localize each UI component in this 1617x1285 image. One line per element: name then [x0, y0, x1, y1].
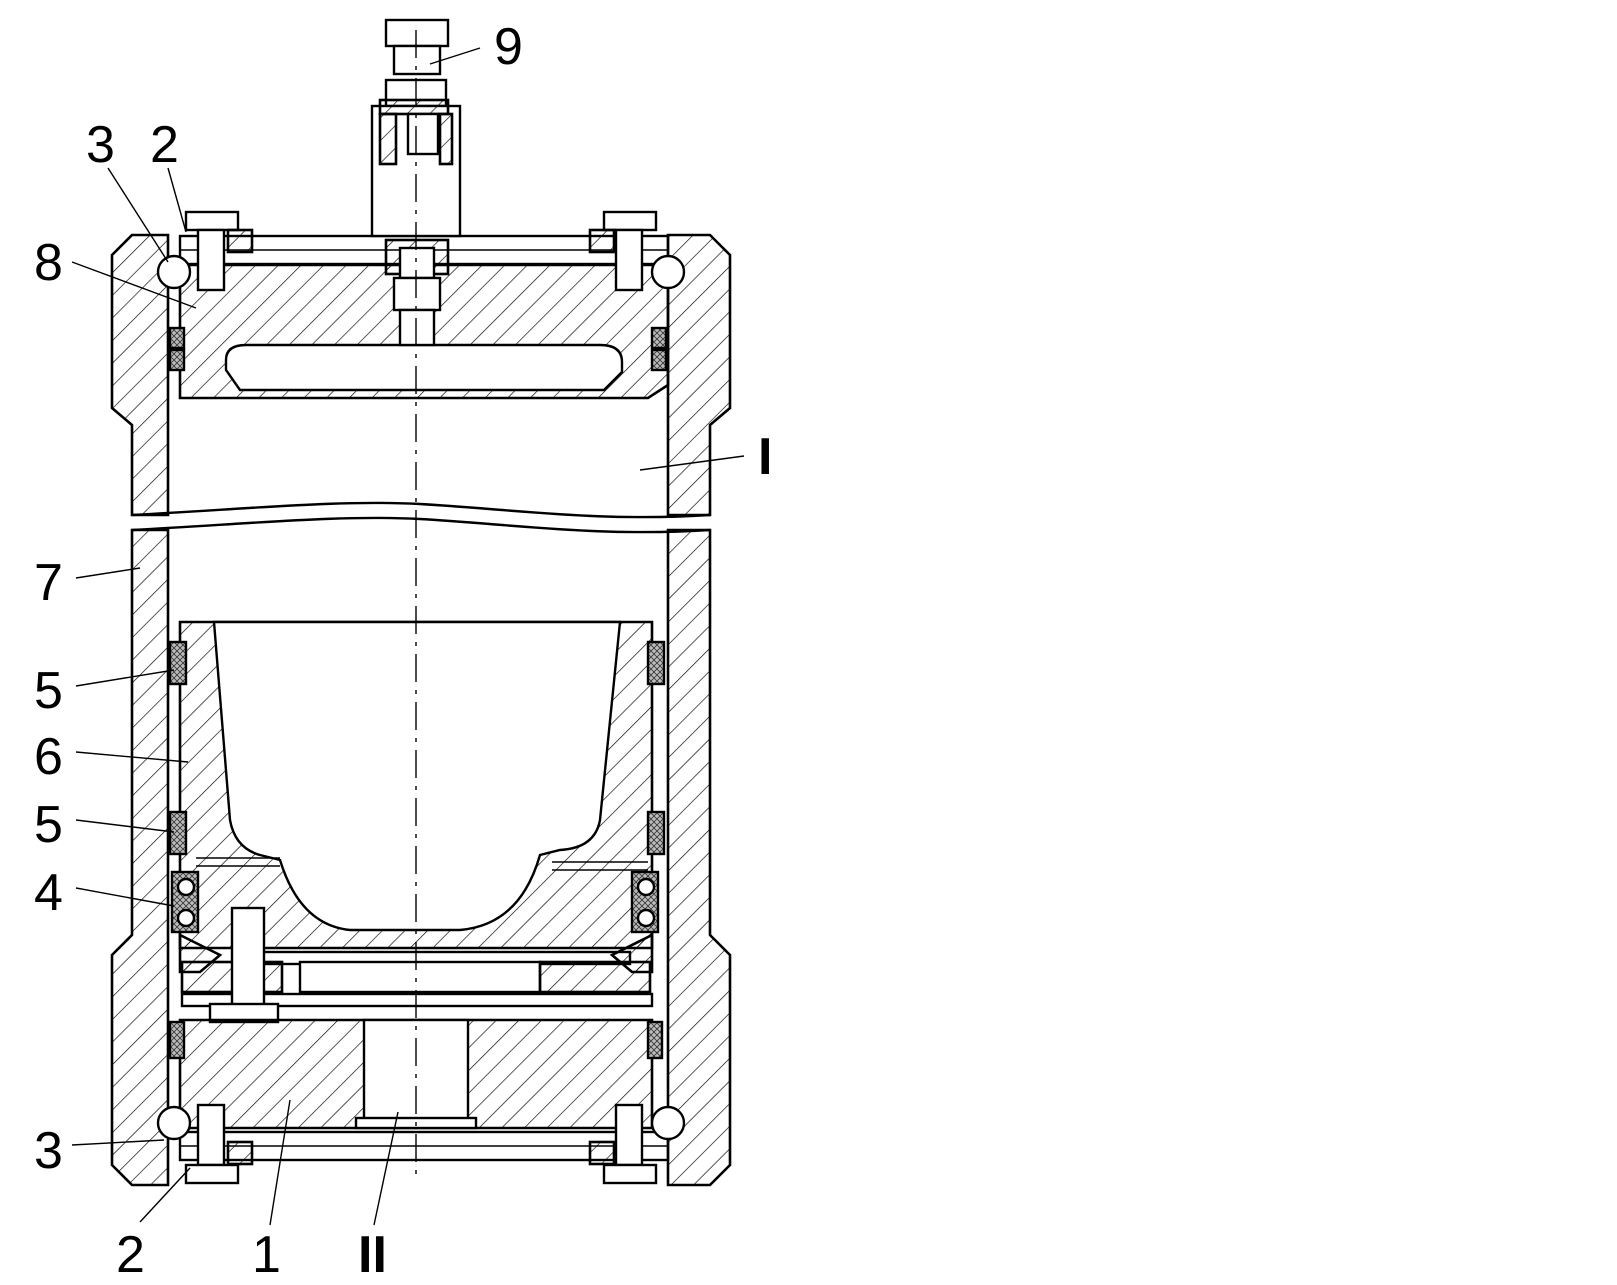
seal-4-right: [630, 870, 660, 934]
seal-5-lower-right: [646, 810, 666, 856]
bottom-seal-left: [168, 1020, 186, 1060]
top-bolt-left: [184, 210, 254, 292]
bottom-bolt-left: [184, 1103, 254, 1185]
label-I: I: [758, 428, 772, 486]
seal-5-lower-left: [168, 810, 188, 856]
label-4: 4: [34, 864, 63, 922]
label-2-top: 2: [150, 116, 179, 174]
top-ring-left: [156, 254, 192, 290]
label-7: 7: [34, 554, 63, 612]
break-line-upper: [131, 501, 711, 519]
seal-5-upper-right: [646, 640, 666, 686]
lower-plates: [178, 932, 654, 1008]
top-bolt-right: [588, 210, 658, 292]
label-3-top: 3: [86, 116, 115, 174]
top-seal-left-1: [168, 326, 186, 350]
guide-pin: [230, 906, 266, 1010]
bottom-bolt-right: [588, 1103, 658, 1185]
outer-body-right-wall: [666, 233, 732, 1187]
top-ring-right: [650, 254, 686, 290]
seal-5-upper-left: [168, 640, 188, 686]
label-5-upper: 5: [34, 662, 63, 720]
top-seal-left-2: [168, 348, 186, 372]
break-line-lower: [131, 516, 711, 534]
leader-lines: [71, 47, 745, 1226]
top-seal-right-2: [650, 348, 668, 372]
label-5-lower: 5: [34, 796, 63, 854]
label-1: 1: [252, 1226, 281, 1284]
outer-body-left-wall: [110, 233, 170, 1187]
bottom-ring-left: [156, 1105, 192, 1141]
bottom-seal-right: [646, 1020, 664, 1060]
bottom-ring-right: [650, 1105, 686, 1141]
label-3-bottom: 3: [34, 1122, 63, 1180]
seal-4-left: [170, 870, 200, 934]
label-9: 9: [494, 18, 523, 76]
label-8: 8: [34, 234, 63, 292]
label-II: II: [358, 1226, 387, 1284]
inner-crucible: [178, 620, 654, 950]
label-6: 6: [34, 728, 63, 786]
top-seal-right-1: [650, 326, 668, 350]
label-2-bottom: 2: [116, 1226, 145, 1284]
